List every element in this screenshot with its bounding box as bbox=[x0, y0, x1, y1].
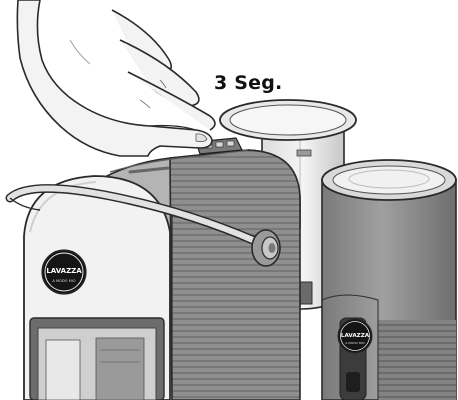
frother-logo-tagline: A MODO MIO bbox=[345, 341, 365, 345]
frother-logo-badge: LAVAZZA A MODO MIO bbox=[338, 319, 372, 353]
milk-frother bbox=[322, 160, 456, 400]
machine-front-panel bbox=[24, 176, 170, 400]
lavazza-logo-badge: LAVAZZA A MODO MIO bbox=[42, 250, 86, 294]
hand-pointing-icon bbox=[17, 0, 215, 156]
machine-logo-tagline: A MODO MIO bbox=[52, 279, 75, 283]
frother-logo-brand: LAVAZZA bbox=[341, 333, 370, 339]
machine-logo-brand: LAVAZZA bbox=[46, 267, 82, 275]
handle-knob bbox=[252, 230, 280, 266]
duration-caption: 3 Seg. bbox=[214, 72, 282, 94]
